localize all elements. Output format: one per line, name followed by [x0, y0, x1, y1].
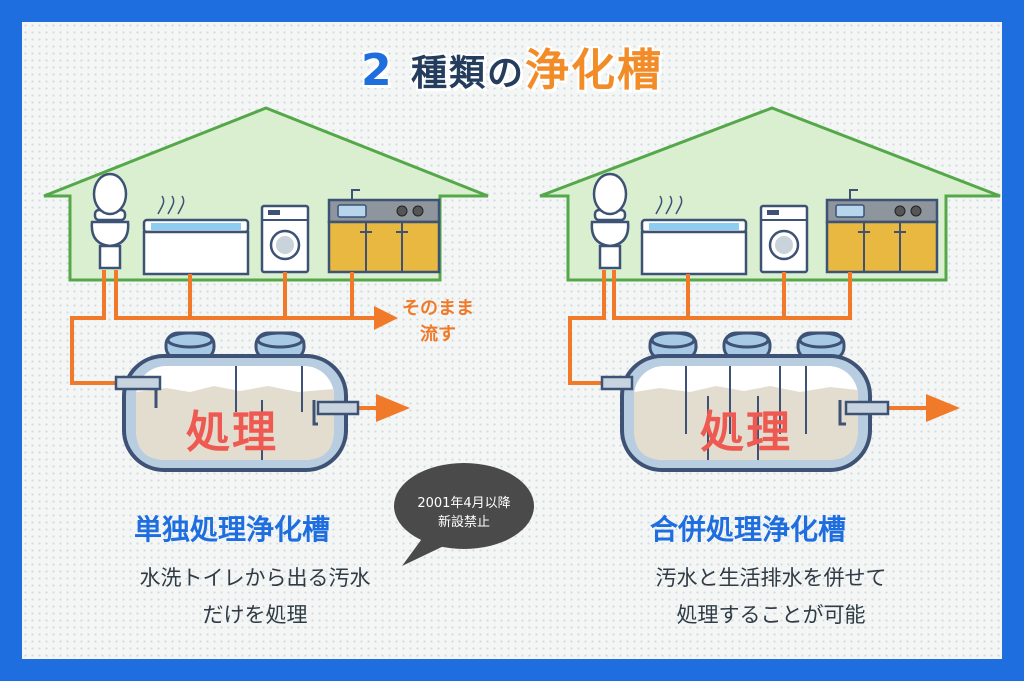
kitchen-sink-icon [825, 188, 939, 274]
washing-machine-icon [260, 204, 310, 274]
septic-tank-right [600, 331, 890, 472]
processing-label-left: 処理 [186, 407, 278, 458]
title-middle: 種類の [410, 53, 525, 94]
arrow-icon [374, 306, 398, 330]
arrow-icon [376, 394, 410, 422]
drain-pipes-right [568, 270, 928, 410]
notice-line-2: 新設禁止 [437, 515, 490, 530]
direct-flow-label: そのまま 流す [402, 296, 474, 348]
processing-label-right: 処理 [700, 407, 792, 458]
title-highlight: 浄化槽 [524, 45, 663, 96]
washing-machine-icon [759, 204, 809, 274]
direct-flow-line-1: そのまま [402, 298, 474, 319]
page-title: 2 種類の浄化槽 [0, 34, 1024, 98]
drain-pipes-left [70, 270, 376, 410]
description-left-line-2: だけを処理 [202, 603, 308, 627]
description-right: 汚水と生活排水を併せて 処理することが可能 [606, 560, 936, 634]
description-left: 水洗トイレから出る汚水 だけを処理 [90, 560, 420, 634]
septic-tank-left [114, 331, 360, 472]
description-right-line-2: 処理することが可能 [676, 603, 866, 627]
direct-flow-line-2: 流す [420, 324, 456, 345]
system-name-left: 単独処理浄化槽 [134, 513, 331, 546]
description-right-line-1: 汚水と生活排水を併せて [655, 566, 887, 590]
notice-bubble [394, 463, 534, 566]
notice-bubble-text: 2001年4月以降 新設禁止 [405, 494, 523, 532]
title-number: 2 [361, 45, 394, 96]
system-name-right: 合併処理浄化槽 [650, 513, 847, 546]
notice-line-1: 2001年4月以降 [417, 496, 511, 511]
arrow-icon [926, 394, 960, 422]
description-left-line-1: 水洗トイレから出る汚水 [139, 566, 371, 590]
kitchen-sink-icon [327, 188, 441, 274]
